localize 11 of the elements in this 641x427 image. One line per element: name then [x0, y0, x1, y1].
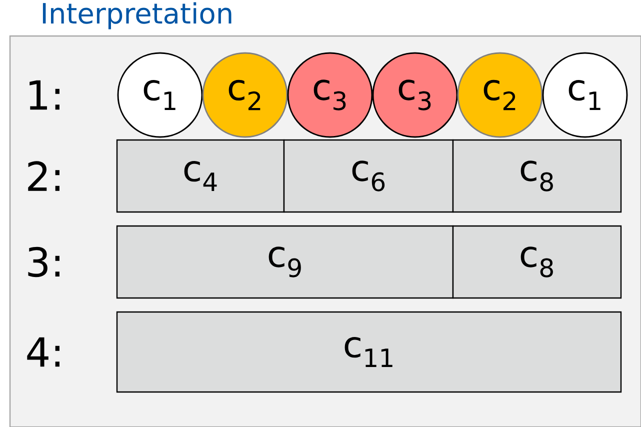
segment-box: c$_{4}$ [116, 139, 285, 213]
segment-box: c$_{9}$ [116, 225, 454, 299]
row-number: 1: [30, 80, 60, 110]
segment-box: c$_{8}$ [452, 139, 622, 213]
title: Interpretation [42, 2, 232, 30]
segment-box: c$_{8}$ [452, 225, 622, 299]
row-number: 2: [28, 161, 60, 191]
segment-box: c$_{11}$ [116, 311, 622, 393]
row-number: 4: [27, 337, 60, 367]
segment-box: c$_{6}$ [283, 139, 454, 213]
row-number: 3: [28, 246, 60, 278]
